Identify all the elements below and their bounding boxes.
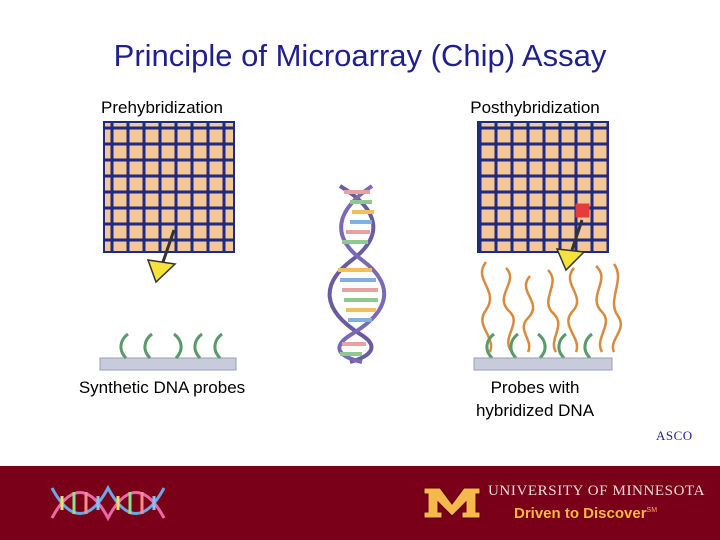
hybridized-probes-substrate [473,261,622,371]
block-m-logo-icon [423,487,481,519]
dna-double-helix-icon [327,184,387,364]
synthetic-probes-substrate [99,332,237,371]
posthybridization-label: Posthybridization [470,98,600,117]
hybridized-dna-label: hybridized DNA [475,401,595,420]
right-zoom-arrow-icon [555,219,586,272]
hybridized-spot [575,203,590,218]
prehybridization-label: Prehybridization [101,98,223,117]
footer-graphics [50,484,481,522]
probes-with-label: Probes with [490,378,580,397]
synthetic-dna-probes-label: Synthetic DNA probes [78,378,246,397]
tagline-label: Driven to Discover [514,505,647,522]
footer-dna-icon [50,484,166,522]
university-name: UNIVERSITY OF MINNESOTA [488,483,706,499]
asco-credit: ASCO [656,428,693,443]
footer-bar: UNIVERSITY OF MINNESOTA Driven to Discov… [0,466,720,540]
slide-title: Principle of Microarray (Chip) Assay [113,38,607,73]
posthybridization-chip-grid [477,121,609,253]
tagline-text: Driven to DiscoverSM [514,505,657,522]
prehybridization-chip-grid [103,121,235,253]
service-mark: SM [646,507,658,514]
left-zoom-arrow-icon [146,229,177,284]
